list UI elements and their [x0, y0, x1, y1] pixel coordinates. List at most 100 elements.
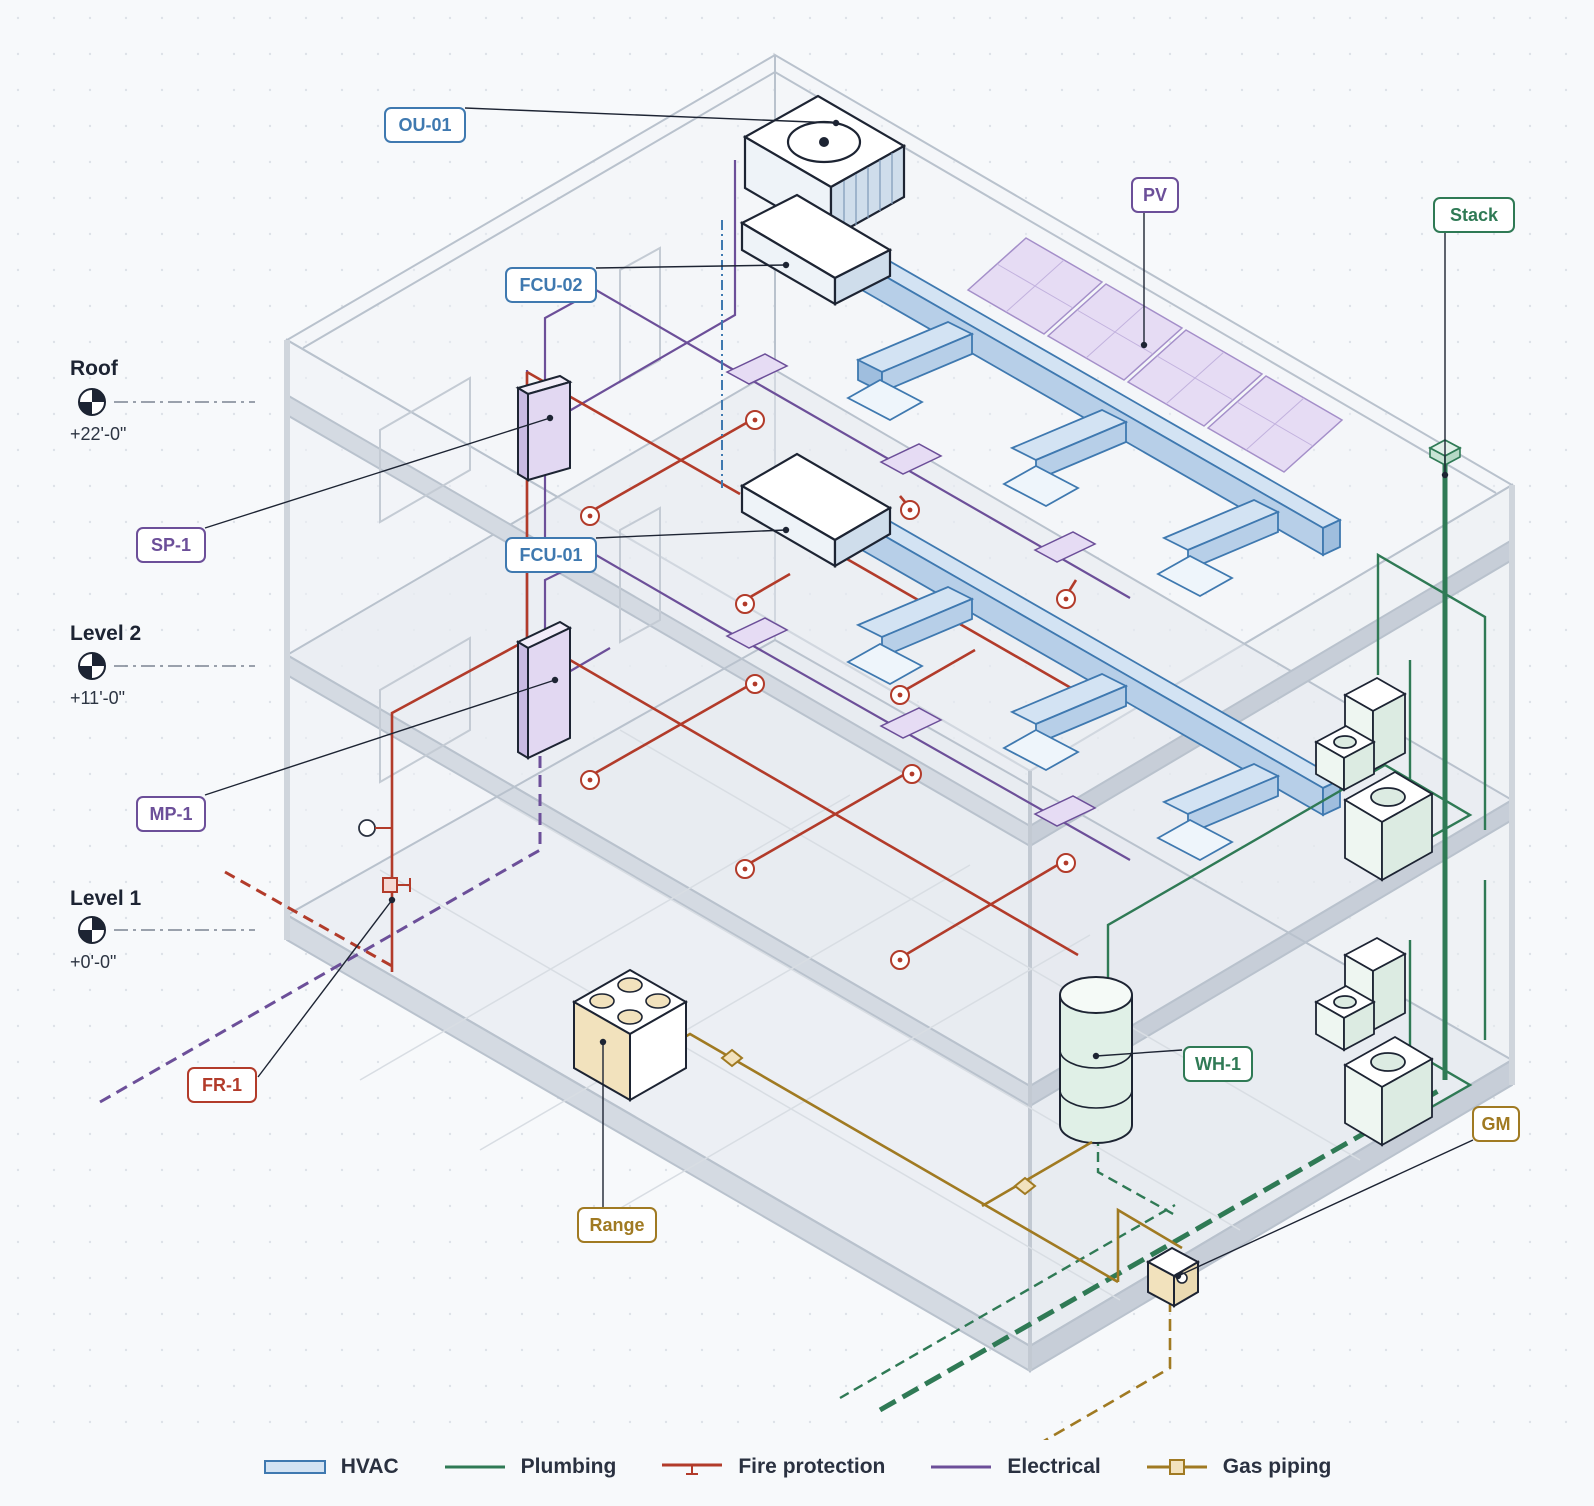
hvac-diffuser-icon: [1002, 728, 1080, 772]
tag-wh1: WH-1: [1183, 1046, 1253, 1082]
sprinkler-head-center-dots: [587, 417, 1069, 963]
window-left-upper: [379, 376, 471, 524]
pv-array: [966, 237, 1344, 473]
floor-grid-line: [359, 794, 851, 1081]
pv-cell-grid: [996, 259, 1314, 451]
legend-item-fire: Fire protection: [660, 1455, 885, 1479]
fire-branch: [589, 680, 756, 778]
tag-label: Stack: [1450, 205, 1499, 225]
legend-label: Electrical: [1007, 1455, 1101, 1478]
legend-item-hvac: HVAC: [263, 1455, 399, 1479]
legend-gas-swatch-icon: [1146, 1459, 1207, 1475]
level-datum-icon: [78, 388, 106, 416]
building-isometric-view: Roof +22'-0" Level 2 +11'-0" Level 1 +0'…: [0, 0, 1594, 1440]
floor-grid-line: [499, 799, 1241, 1231]
range-burner-icon: [589, 977, 671, 1025]
tag-gm: GM: [1472, 1106, 1520, 1142]
tag-label: OU-01: [398, 115, 451, 135]
level-datum-icon: [78, 652, 106, 680]
level-elevation: +0'-0": [70, 952, 116, 972]
gas-meter-gm: [1145, 1246, 1201, 1308]
level-elevation: +22'-0": [70, 424, 126, 444]
hvac-diffuser-icon: [1156, 554, 1234, 598]
legend-item-plumbing: Plumbing: [443, 1455, 617, 1479]
hvac-system: [721, 220, 1342, 862]
gas-valve-icon: [1013, 1176, 1037, 1196]
legend-label: Plumbing: [520, 1455, 617, 1478]
legend-label: HVAC: [340, 1455, 399, 1478]
hvac-diffuser-icon: [1156, 818, 1234, 862]
light-fixture-icon: [725, 353, 1097, 827]
level-marker-level1: Level 1 +0'-0": [70, 887, 255, 972]
legend-label: Gas piping: [1222, 1455, 1332, 1478]
water-heater-wh1: [1059, 976, 1133, 1144]
tag-fcu02: FCU-02: [505, 267, 597, 303]
tub-fixture-icon: [1343, 770, 1434, 882]
hvac-supply-duct: [1322, 518, 1341, 557]
fire-branch: [744, 572, 791, 602]
level-name: Level 1: [70, 887, 142, 910]
fan-coil-unit-fcu01: [739, 452, 893, 568]
legend-label: Fire protection: [738, 1455, 886, 1478]
tag-ou01: OU-01: [384, 107, 466, 143]
floor-grid-line: [379, 869, 1121, 1301]
window-back-lower: [619, 506, 661, 644]
tag-fcu01: FCU-01: [505, 537, 597, 573]
range-appliance: [571, 968, 689, 1102]
sub-panel-sp1: [515, 374, 573, 482]
legend-fire-swatch-icon: [662, 1463, 723, 1475]
tag-label: FCU-01: [519, 545, 582, 565]
legend-hvac-swatch-icon: [263, 1460, 326, 1474]
fire-branch: [744, 768, 913, 868]
fire-branch: [589, 416, 756, 514]
plumbing-fixtures: [1314, 676, 1434, 1147]
tub-fixture-icon: [1343, 1035, 1434, 1147]
electrical-conduit: [544, 160, 737, 426]
fire-main: [569, 658, 1079, 957]
plumbing-water-line: [1399, 940, 1473, 1127]
floor-grid-line: [619, 729, 1361, 1161]
tag-label: PV: [1143, 185, 1167, 205]
legend: HVAC Plumbing Fire protection Electrical…: [0, 1445, 1594, 1489]
tag-label: FCU-02: [519, 275, 582, 295]
floor-grid-line: [599, 934, 1091, 1221]
fire-department-connection-icon: [358, 819, 376, 837]
hvac-diffuser-icon: [846, 378, 924, 422]
level-marker-roof: Roof +22'-0": [70, 357, 255, 444]
level-name: Roof: [70, 357, 119, 380]
level-marker-level2: Level 2 +11'-0": [70, 622, 255, 708]
main-panel-mp1: [515, 620, 573, 760]
fire-riser-valve-icon: [382, 877, 398, 893]
tag-label: WH-1: [1195, 1054, 1241, 1074]
tag-fr1: FR-1: [187, 1067, 257, 1103]
gas-service-line: [1043, 1300, 1172, 1440]
tag-label: GM: [1482, 1114, 1511, 1134]
legend-item-gas: Gas piping: [1145, 1455, 1332, 1479]
legend-item-electrical: Electrical: [929, 1455, 1101, 1479]
level-name: Level 2: [70, 622, 141, 645]
legend-electrical-swatch-icon: [931, 1465, 992, 1469]
toilet-fixture-icon: [1314, 676, 1407, 792]
level-elevation: +11'-0": [70, 688, 125, 708]
tag-label: FR-1: [202, 1075, 242, 1095]
tag-label: Range: [589, 1215, 644, 1235]
floor-grid-line: [479, 864, 971, 1151]
legend-plumbing-swatch-icon: [444, 1465, 505, 1469]
tag-sp1: SP-1: [136, 527, 206, 563]
electrical-service-feed: [99, 742, 542, 1104]
fire-branch: [899, 858, 1067, 960]
plumbing-system: [839, 438, 1487, 1413]
tag-leader-dots: [388, 119, 1449, 1280]
tag-mp1: MP-1: [136, 796, 206, 832]
plumbing-sanitary-main: [878, 1087, 1442, 1413]
plumbing-water-line: [1376, 552, 1487, 830]
plumbing-water-line: [1106, 763, 1473, 1010]
tag-label: MP-1: [149, 804, 192, 824]
gas-valve-icon: [720, 1048, 744, 1068]
tag-stack: Stack: [1433, 197, 1515, 233]
tag-range: Range: [577, 1207, 657, 1243]
gas-pipe: [1116, 1207, 1183, 1282]
fire-branch: [899, 648, 976, 695]
tag-pv: PV: [1131, 177, 1179, 213]
